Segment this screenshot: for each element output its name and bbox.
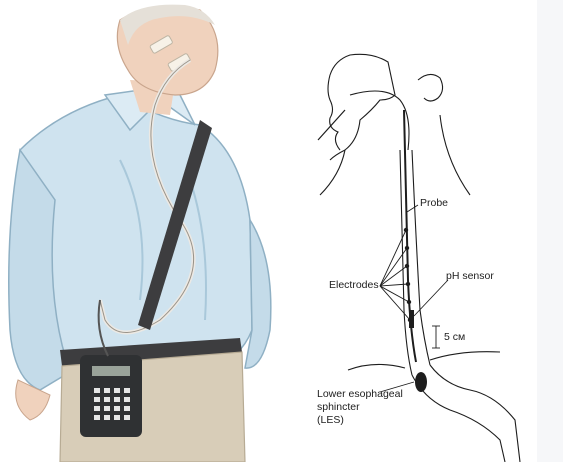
ph-sensor [409,310,414,328]
probe-label: Probe [420,197,448,209]
diaphragm [348,364,405,370]
les-label-line3: (LES) [317,414,344,426]
les-label-line1: Lower esophageal [317,388,403,400]
les-band [415,372,427,392]
ph-sensor-label: pH sensor [446,270,494,282]
stomach [412,375,505,462]
les-label-line2: sphincter [317,401,360,413]
face-profile [330,54,395,160]
distance-label: 5 см [444,331,465,343]
electrodes-label: Electrodes [329,279,379,291]
